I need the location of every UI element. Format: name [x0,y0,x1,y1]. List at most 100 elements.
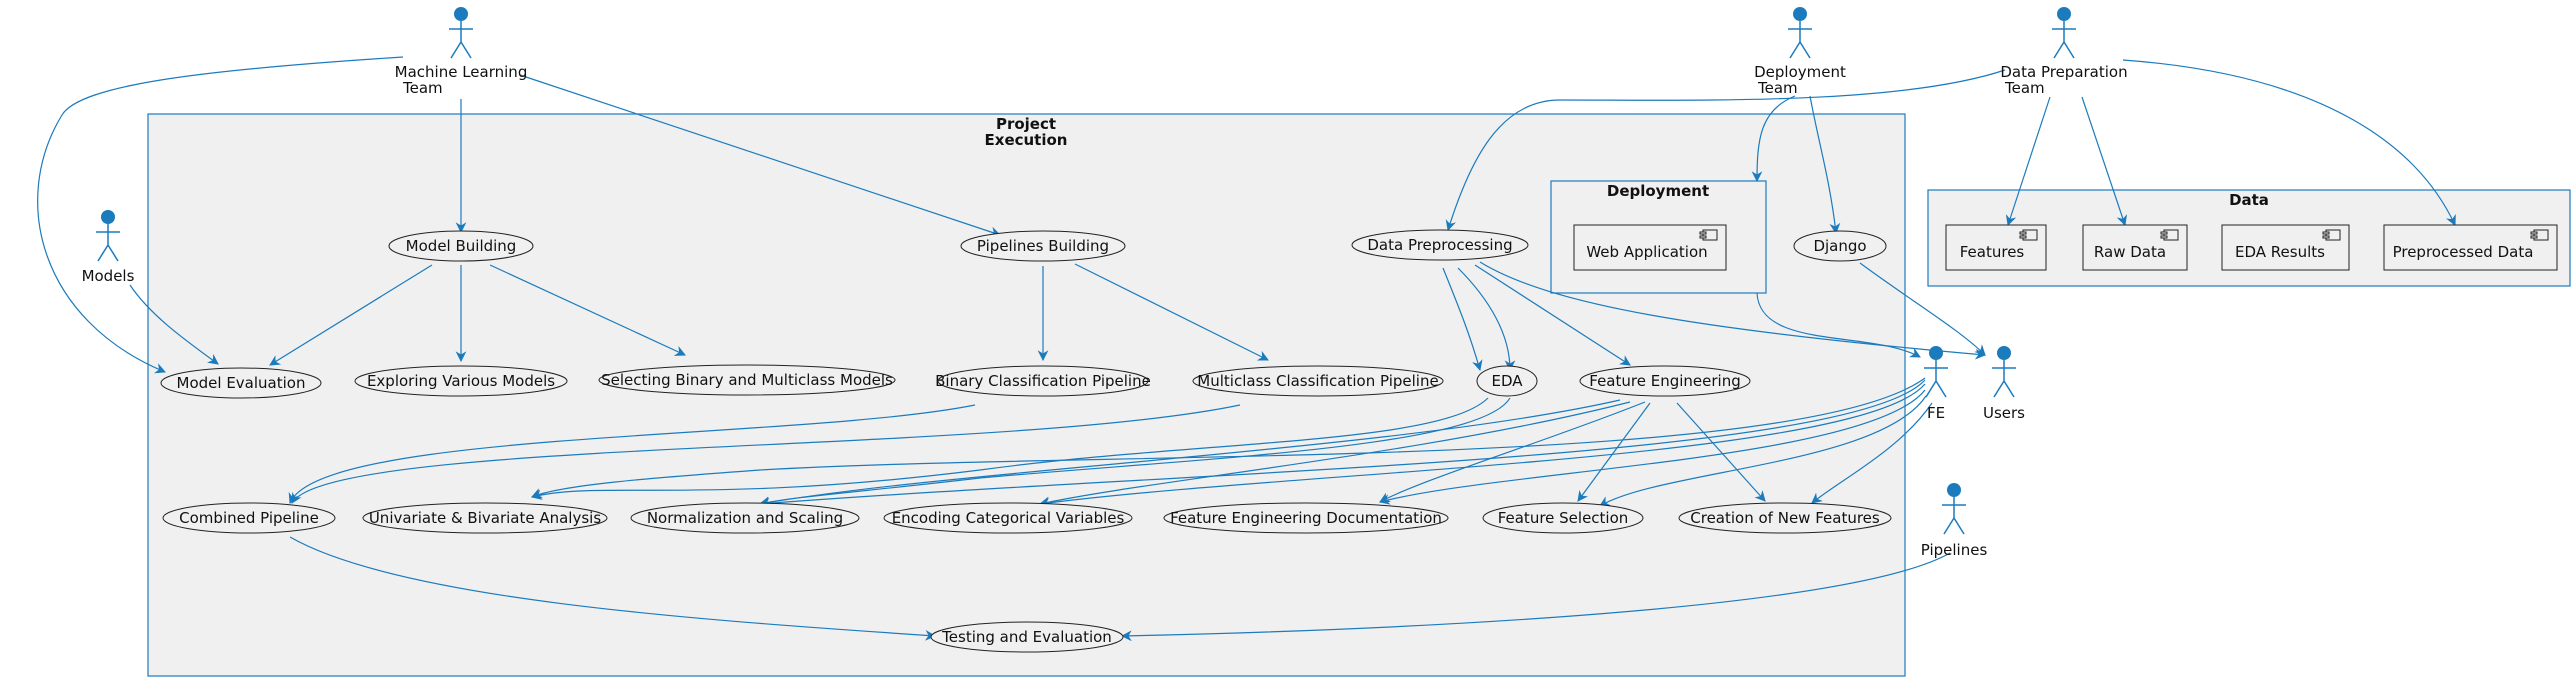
usecase-model-building: Model Building [388,230,534,262]
edge-dataprep-team-to-preprocessed-data [2122,59,2456,226]
actor-pipelines-label: Pipelines [1921,541,1988,559]
usecase-fe-docs-label: Feature Engineering Documentation [1170,509,1442,527]
edge-pipelines-actor-to-testing [1120,552,1951,642]
edge-fe-actor-to-encoding [1038,383,1926,509]
edge-binary-to-combined [288,404,976,504]
usecase-exploring-models: Exploring Various Models [354,365,568,397]
actor-deploy-team-label-2: Team [1757,79,1798,97]
usecase-multiclass-pipeline: Multiclass Classification Pipeline [1192,365,1444,397]
usecase-exploring-models-label: Exploring Various Models [367,372,555,390]
edge-django-to-users [1859,262,1986,356]
actor-deployment-team: Deployment Team [1754,7,1846,97]
edge-ml-team-to-model-evaluation [37,56,404,374]
component-features: Features [1945,224,2047,271]
actor-users-label: Users [1983,404,2025,422]
actor-ml-team-label-2: Team [402,79,443,97]
usecase-pipelines-building: Pipelines Building [960,230,1126,262]
actor-data-preparation-team: Data Preparation Team [2000,7,2128,97]
edge-dataprep-team-to-raw-data [2081,96,2128,227]
edge-fe-eng-to-feature-selection [1577,402,1651,502]
edge-preprocessing-to-feature-engineering [1474,264,1631,366]
usecase-binary-pipeline: Binary Classification Pipeline [935,365,1151,397]
edge-pipelines-to-multiclass [1074,263,1269,361]
usecase-encoding-label: Encoding Categorical Variables [892,509,1125,527]
component-preprocessed-data: Preprocessed Data [2383,224,2558,271]
project-package-title-line2: Execution [985,131,1068,149]
actor-users: Users [1983,346,2025,422]
component-web-app-label: Web Application [1586,243,1707,261]
actor-models: Models [82,210,135,285]
component-features-label: Features [1960,243,2025,261]
usecase-selecting-models: Selecting Binary and Multiclass Models [598,364,896,396]
edge-dataprep-team-to-features [2005,96,2051,227]
usecase-combined-pipeline: Combined Pipeline [162,502,336,534]
deployment-package-title: Deployment [1607,182,1709,200]
project-package-title-line1: Project [996,115,1056,133]
component-preprocessed-data-label: Preprocessed Data [2393,243,2534,261]
edge-fe-actor-to-normalization [758,379,1926,509]
usecase-univariate-label: Univariate & Bivariate Analysis [369,509,602,527]
usecase-testing-evaluation: Testing and Evaluation [930,621,1124,653]
actor-pipelines: Pipelines [1921,483,1988,559]
component-raw-data: Raw Data [2082,224,2188,271]
usecase-new-features: Creation of New Features [1678,502,1892,534]
usecase-normalization-scaling: Normalization and Scaling [630,502,860,534]
usecase-feature-selection-label: Feature Selection [1498,509,1629,527]
edge-fe-actor-to-fe-docs [1378,389,1926,505]
edge-preprocessing-to-eda-a [1442,267,1483,372]
usecase-django: Django [1793,230,1887,262]
usecase-fe-documentation: Feature Engineering Documentation [1163,502,1449,534]
edge-models-to-model-evaluation [129,284,219,365]
usecase-feature-engineering-label: Feature Engineering [1589,372,1740,390]
usecase-feature-selection: Feature Selection [1482,502,1644,534]
usecase-pipelines-building-label: Pipelines Building [977,237,1109,255]
edge-deploy-team-to-deployment [1751,95,1796,183]
edge-preprocessing-to-users [1479,261,1987,360]
edges [37,56,2456,642]
edge-multiclass-to-combined [291,404,1241,504]
usecase-django-label: Django [1813,237,1866,255]
component-web-application: Web Application [1573,224,1727,271]
data-package-title: Data [2229,191,2269,209]
actor-ml-team-label-1: Machine Learning [395,63,528,81]
usecase-eda-label: EDA [1491,372,1523,390]
usecase-encoding-categorical: Encoding Categorical Variables [883,502,1133,534]
actor-deploy-team-label-1: Deployment [1754,63,1846,81]
edge-fe-actor-to-new-features [1811,402,1933,504]
edge-ml-team-to-pipelines-building [519,74,1002,238]
usecase-selecting-models-label: Selecting Binary and Multiclass Models [601,371,893,389]
usecase-eda: EDA [1476,365,1538,397]
edge-fe-eng-to-new-features [1676,402,1766,502]
usecase-model-evaluation: Model Evaluation [160,367,322,399]
actor-fe: FE [1924,346,1948,422]
component-eda-results-label: EDA Results [2235,243,2325,261]
component-eda-results: EDA Results [2221,224,2350,271]
actor-dataprep-team-label-1: Data Preparation [2000,63,2127,81]
actor-dataprep-team-label-2: Team [2004,79,2045,97]
edge-preprocessing-to-eda-b [1457,267,1516,372]
edge-fe-eng-to-encoding [1038,401,1631,508]
edge-eda-to-univariate [530,397,1489,500]
usecase-testing-label: Testing and Evaluation [941,628,1112,646]
edge-fe-actor-to-feature-selection [1599,395,1927,507]
component-raw-data-label: Raw Data [2094,243,2166,261]
edge-deploy-team-to-django [1809,95,1841,235]
actor-models-label: Models [82,267,135,285]
edge-model-building-to-model-evaluation [269,264,433,366]
edge-dataprep-team-to-preprocessing [1445,69,2006,232]
usecase-univariate-bivariate: Univariate & Bivariate Analysis [362,502,608,534]
usecase-data-preprocessing-label: Data Preprocessing [1367,236,1512,254]
usecase-feature-engineering: Feature Engineering [1579,365,1751,397]
edge-fe-actor-to-univariate [531,377,1926,499]
actor-machine-learning-team: Machine Learning Team [395,7,528,97]
actor-fe-label: FE [1927,404,1945,422]
usecase-new-features-label: Creation of New Features [1690,509,1880,527]
usecase-normalization-label: Normalization and Scaling [647,509,843,527]
edge-deployment-to-fe [1756,292,1921,358]
usecase-binary-pipeline-label: Binary Classification Pipeline [935,372,1151,390]
usecase-combined-pipeline-label: Combined Pipeline [179,509,319,527]
usecase-model-evaluation-label: Model Evaluation [177,374,306,392]
usecase-data-preprocessing: Data Preprocessing [1351,229,1529,261]
usecase-model-building-label: Model Building [406,237,517,255]
